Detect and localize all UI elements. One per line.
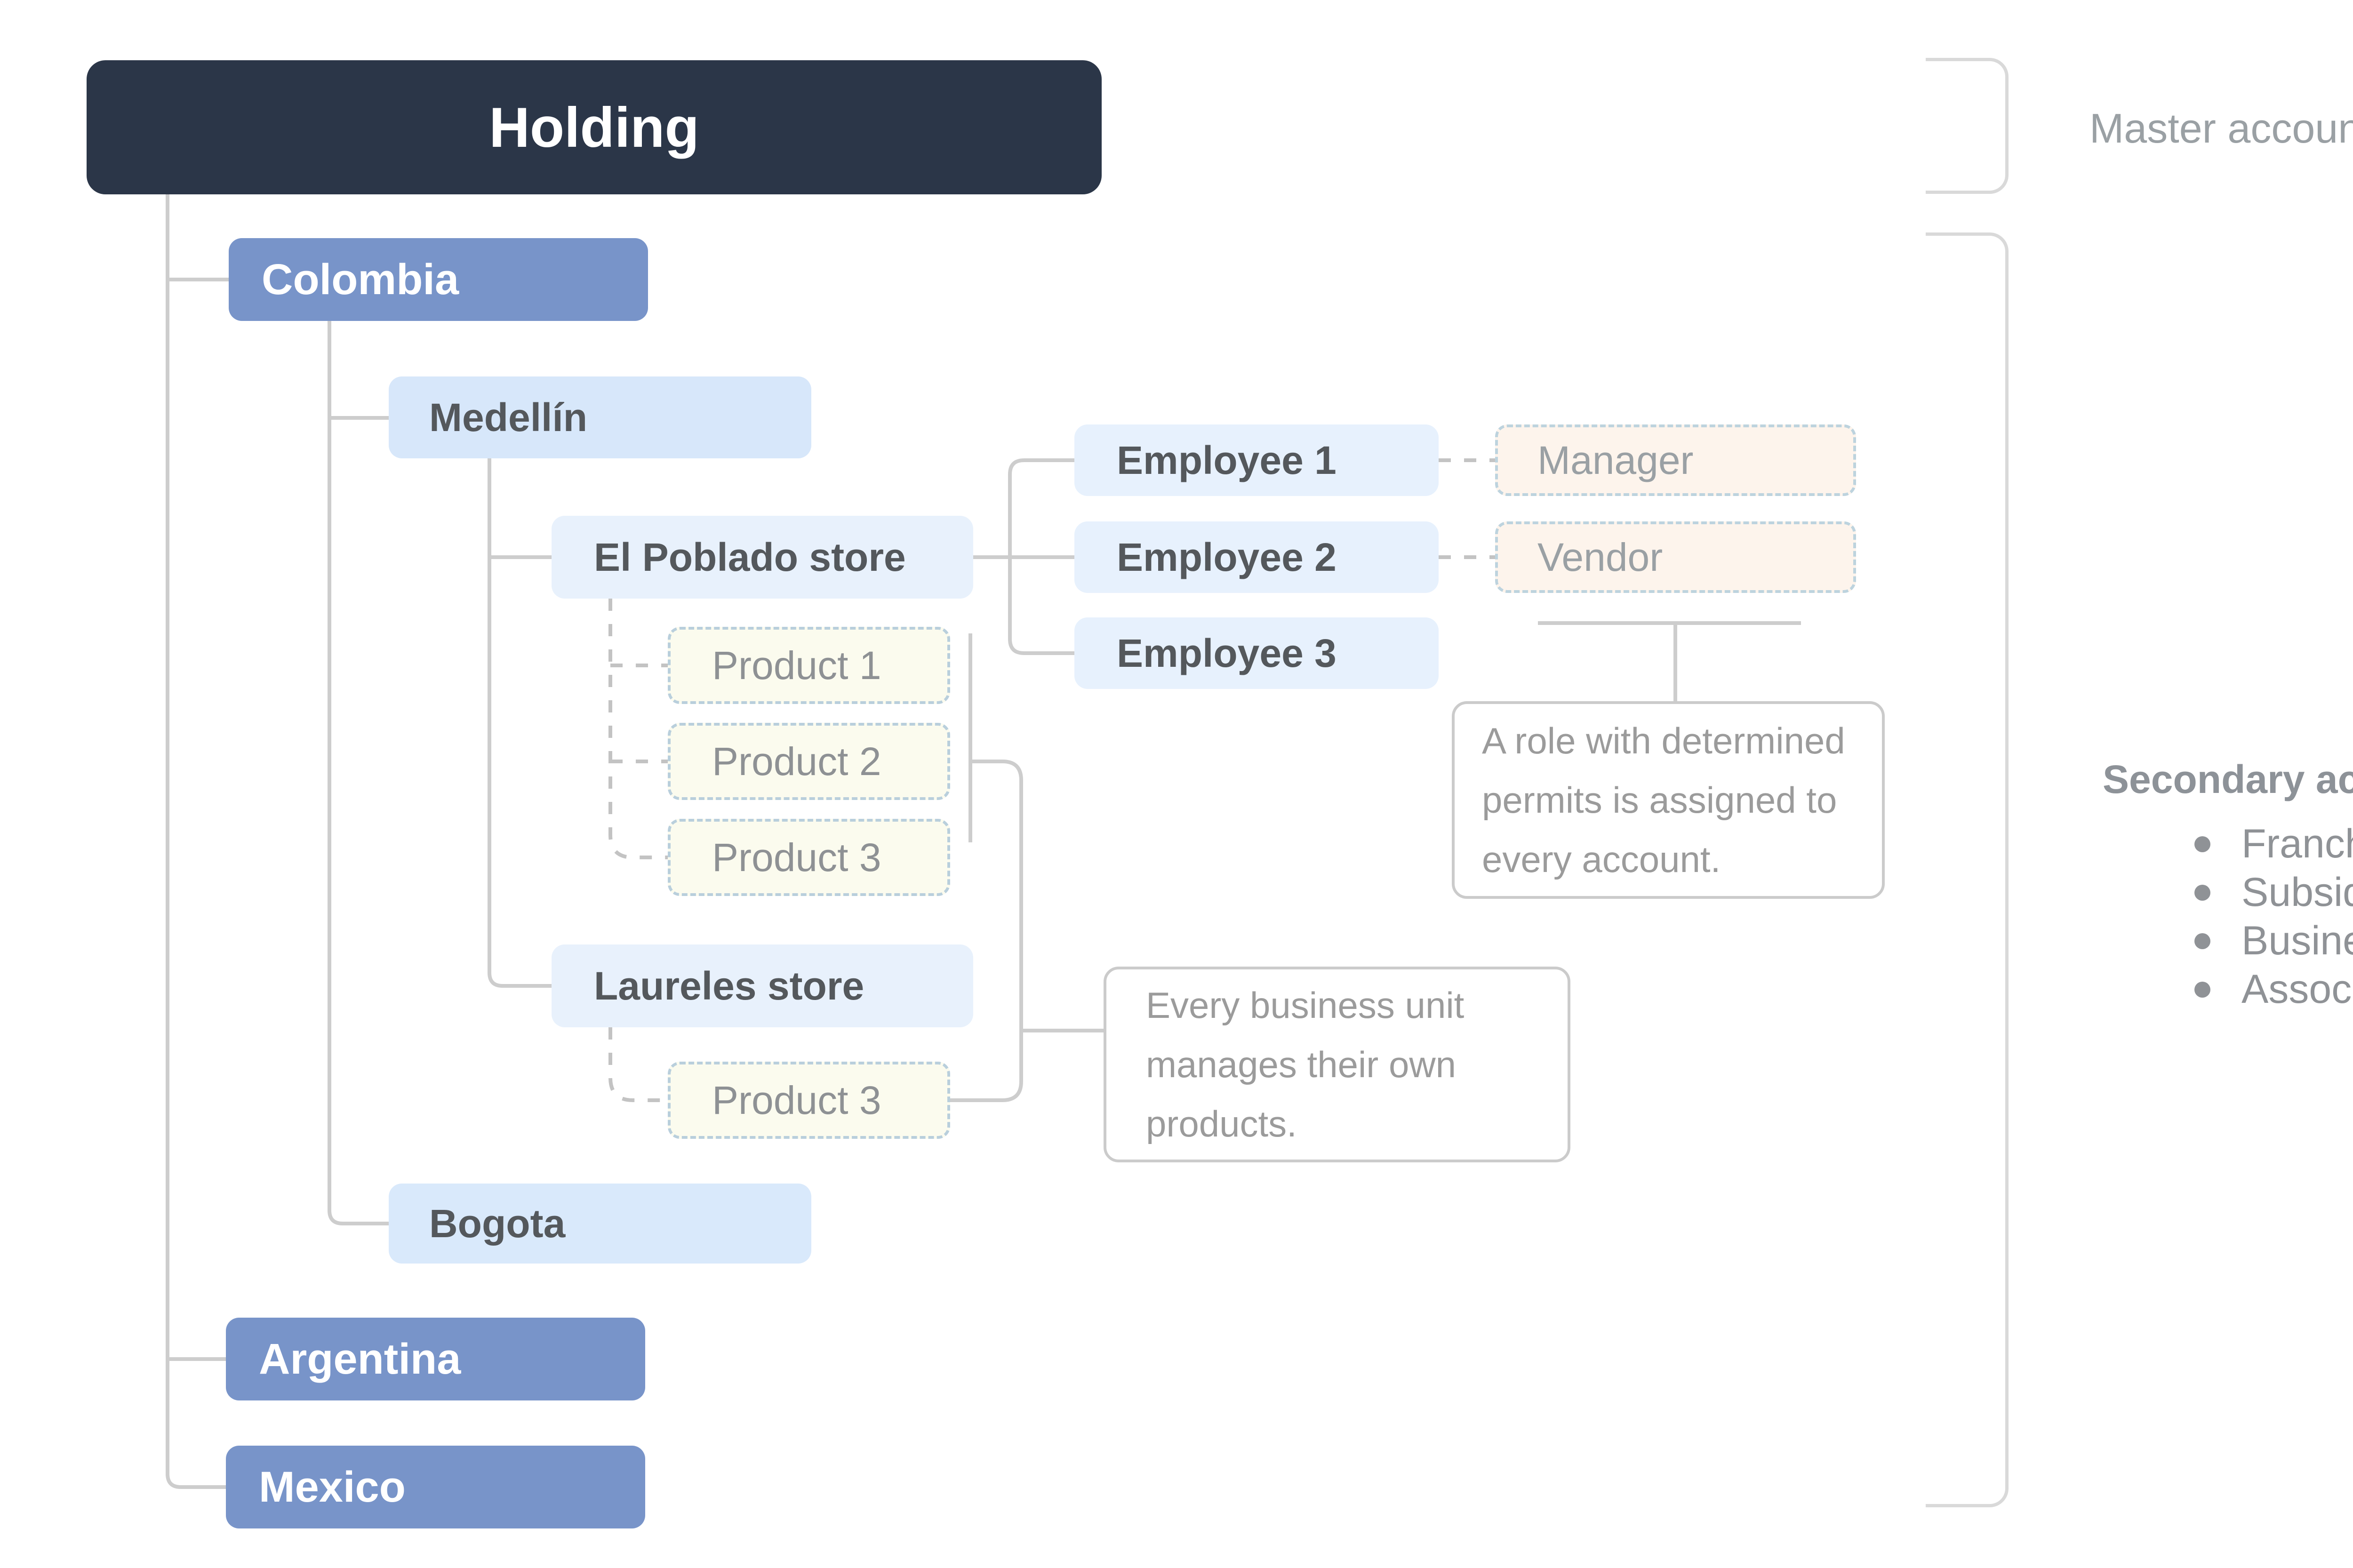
node-employee-3: Employee 3 [1074, 617, 1439, 689]
node-role-manager: Manager [1495, 424, 1856, 496]
legend-item-franchises: Franchises [2163, 820, 2353, 868]
node-holding: Holding [87, 60, 1102, 194]
node-product-1: Product 1 [668, 627, 950, 704]
bullet-icon [2194, 884, 2210, 901]
legend-item-subsidiaries: Subsidiaries [2163, 868, 2353, 917]
legend-secondary-outline [1926, 232, 2009, 1507]
legend-item-label: Business Units [2241, 918, 2353, 963]
solid-connectors [166, 194, 1801, 1489]
node-laureles-product-3: Product 3 [668, 1062, 950, 1139]
bullet-icon [2194, 933, 2210, 949]
legend-item-label: Associates [2241, 967, 2353, 1012]
legend-item-label: Subsidiaries [2241, 870, 2353, 915]
legend-secondary-title: Secondary accounts [2103, 757, 2353, 801]
bullet-icon [2194, 981, 2210, 998]
node-employee-2: Employee 2 [1074, 521, 1439, 593]
node-product-2: Product 2 [668, 723, 950, 800]
legend-item-business-units: Business Units [2163, 917, 2353, 965]
legend-master-label: Master account [2089, 105, 2353, 152]
node-country-argentina: Argentina [226, 1318, 645, 1400]
node-employee-1: Employee 1 [1074, 424, 1439, 496]
note-business-unit-products: Every business unit manages their own pr… [1104, 967, 1570, 1162]
node-store-laureles: Laureles store [552, 944, 973, 1027]
legend-master-outline [1926, 58, 2009, 194]
node-country-colombia: Colombia [229, 238, 648, 321]
legend-secondary-list: Franchises Subsidiaries Business Units A… [2163, 820, 2353, 1014]
legend-item-associates: Associates [2163, 965, 2353, 1014]
node-role-vendor: Vendor [1495, 521, 1856, 593]
note-role-assignment: A role with determined permits is assign… [1452, 701, 1885, 899]
legend-item-label: Franchises [2241, 821, 2353, 866]
bullet-icon [2194, 836, 2210, 852]
node-city-bogota: Bogota [389, 1184, 811, 1264]
node-country-mexico: Mexico [226, 1446, 645, 1528]
dashed-connectors [608, 458, 1495, 1102]
node-store-el-poblado: El Poblado store [552, 516, 973, 599]
node-city-medellin: Medellín [389, 376, 811, 458]
node-product-3: Product 3 [668, 819, 950, 896]
